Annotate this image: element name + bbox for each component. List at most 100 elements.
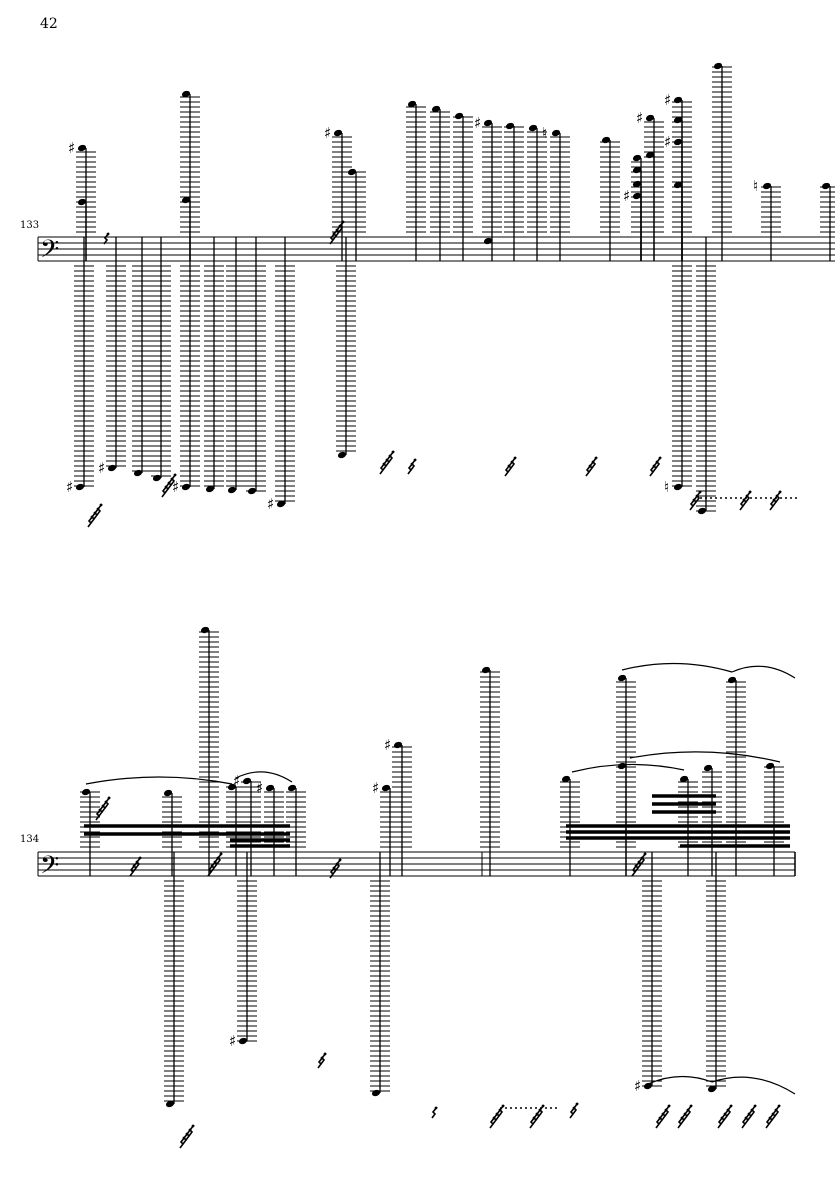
sharp-sign: ♯ [68,139,75,157]
rest-flag-dot [513,456,517,460]
rest-flag-dot [173,473,177,477]
rest-flag-dot [138,856,142,860]
tie [571,763,685,773]
rest [649,464,656,477]
rest [747,1108,754,1121]
bass-clef-icon: 𝄢 [40,851,59,886]
notehead [707,1085,717,1093]
rest [529,1116,536,1129]
rest [95,808,102,821]
bass-clef-icon: 𝄢 [40,235,59,270]
notehead [528,124,538,132]
measure-number-134: 134 [20,834,40,845]
rest [572,1102,579,1115]
rest [661,1108,668,1121]
rest [492,1112,499,1125]
notehead [276,500,286,508]
tie [85,776,233,785]
notehead [645,151,655,159]
sharp-sign: ♯ [256,779,263,797]
rest [765,1116,772,1129]
notehead [337,451,347,459]
rest [101,800,108,813]
notehead [205,485,215,493]
notehead [81,788,91,796]
rest-flag-dot [729,1104,733,1108]
sharp-sign: ♯ [66,478,73,496]
notehead [762,182,772,190]
notehead [247,487,257,495]
rest [317,1056,324,1069]
notehead [727,676,737,684]
tie [647,1075,713,1085]
rest [87,515,94,528]
tie [711,1076,796,1095]
rest [771,1108,778,1121]
rest [726,1104,733,1117]
rest [207,864,214,877]
notehead [200,626,210,634]
rest [510,456,517,469]
page-number: 42 [40,16,58,32]
notehead [152,474,162,482]
rest [637,856,644,869]
notehead [679,775,689,783]
rest [585,464,592,477]
rest [655,456,662,469]
notehead [227,783,237,791]
rest [129,864,136,877]
notehead [227,486,237,494]
rest-flag-dot [338,858,342,862]
notehead [617,674,627,682]
rest [379,462,386,475]
rest-flag-dot [658,456,662,460]
rest [741,1116,748,1129]
rest [739,498,746,511]
rest [769,498,776,511]
notehead [393,741,403,749]
notehead [645,114,655,122]
sharp-sign: ♯ [664,91,671,109]
notehead [333,129,343,137]
rest [569,1106,576,1119]
rest [96,503,103,516]
notehead [75,483,85,491]
notehead [632,166,642,174]
rest [689,498,696,511]
rest-flag-dot [541,1104,545,1108]
sharp-sign: ♯ [324,124,331,142]
notehead [483,119,493,127]
notehead [673,181,683,189]
rest [768,1112,775,1125]
natural-sign: ♮ [664,478,669,496]
rest [658,1112,665,1125]
rest [104,796,111,809]
rest [170,473,177,486]
rest [591,456,598,469]
rest-flag-dot [753,1104,757,1108]
staff-system-1: 𝄢♯♯♯♮♯♯♯♯♮♯♯♯♯♮ [37,62,835,528]
notehead [483,237,493,245]
rest [179,1136,186,1149]
rest-flag-dot [501,1104,505,1108]
rest-flag-dot [106,232,110,236]
rest [744,1112,751,1125]
rest [652,460,659,473]
rest [677,1116,684,1129]
rest-flag-dot [413,458,417,462]
rest [90,511,97,524]
notehead [77,198,87,206]
notehead [163,789,173,797]
rest [182,1132,189,1145]
notehead [601,136,611,144]
rest [329,232,336,245]
rest [388,450,395,463]
rest [532,1112,539,1125]
notehead [242,777,252,785]
notehead [371,1089,381,1097]
staff-system-2: 𝄢♯♯♯♯♯♯ [37,626,796,1149]
rest [750,1104,757,1117]
natural-sign: ♮ [542,124,547,142]
